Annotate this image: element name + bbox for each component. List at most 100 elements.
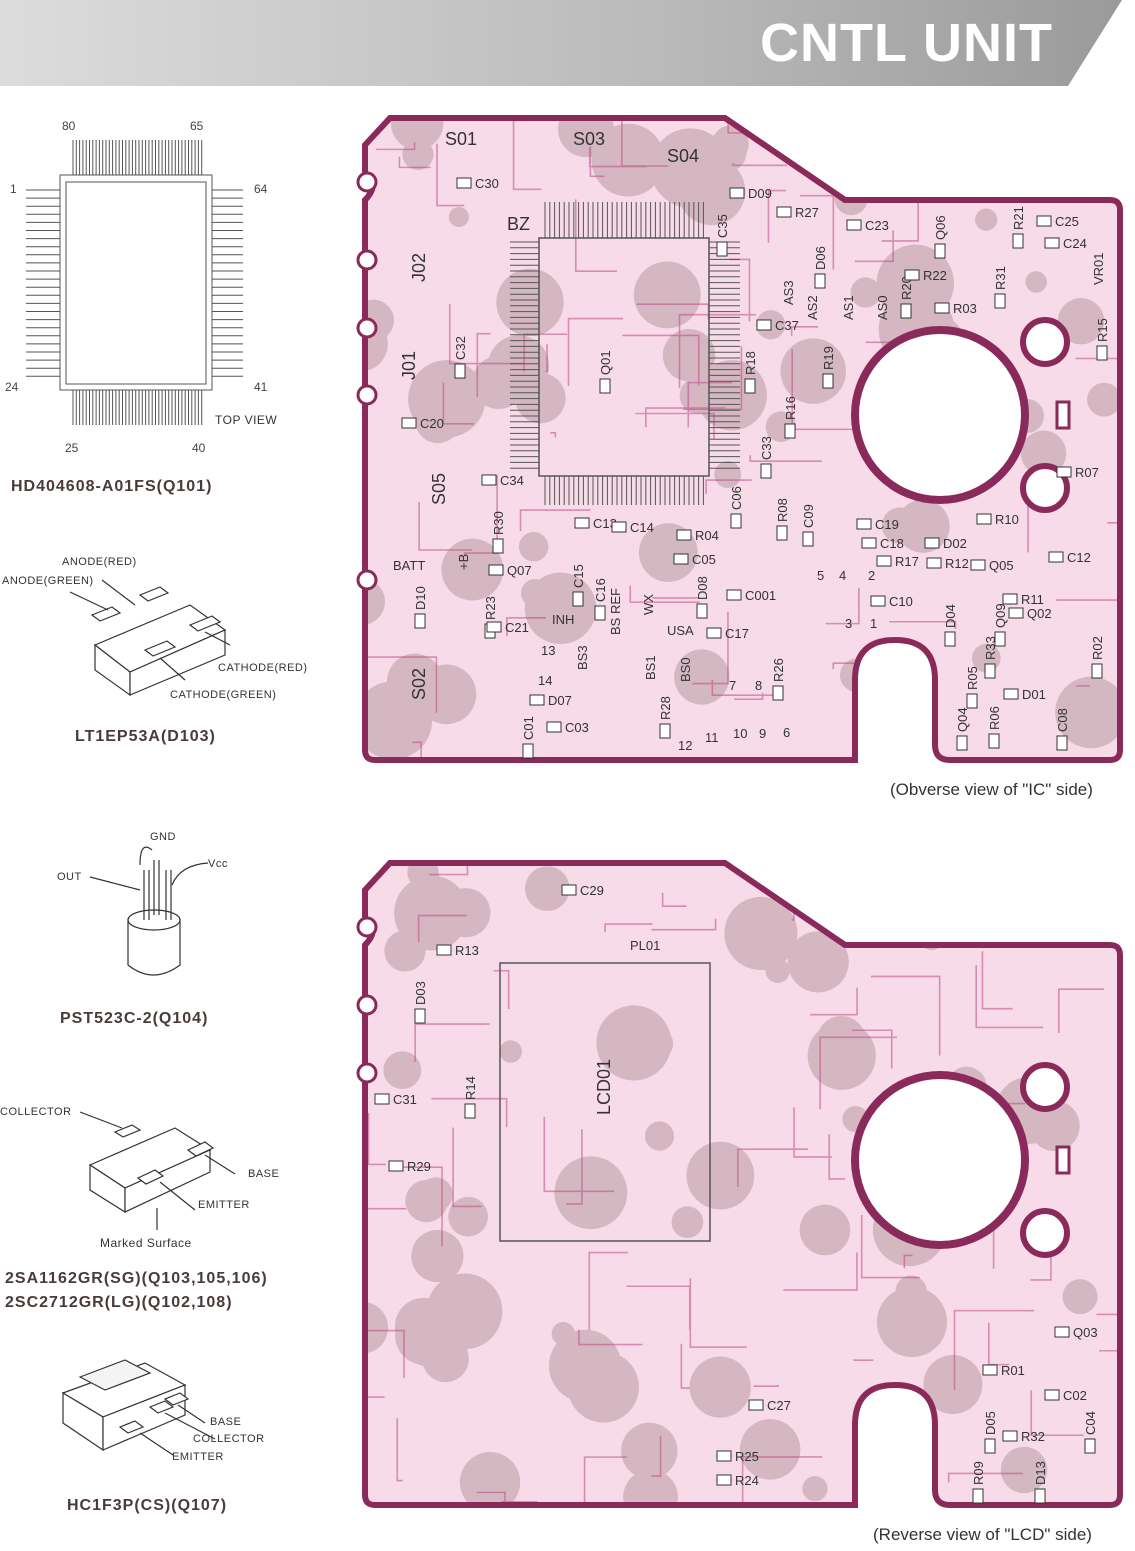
obverse-label-c20: C20 <box>420 416 444 431</box>
obverse-label-bz: BZ <box>507 214 530 234</box>
obverse-pad-c16 <box>594 605 606 621</box>
reverse-pad-r24 <box>716 1474 732 1486</box>
pin-label-1: 1 <box>10 182 17 196</box>
obverse-label-as3: AS3 <box>781 280 796 305</box>
obverse-label-r02: R02 <box>1090 636 1105 660</box>
obverse-label-d04: D04 <box>943 604 958 628</box>
obverse-pad-r15 <box>1096 345 1108 361</box>
obverse-pad-d02 <box>924 537 940 549</box>
base-label: BASE <box>248 1168 280 1180</box>
header-banner: CNTL UNIT <box>0 0 1135 86</box>
obverse-pad-c05 <box>673 553 689 565</box>
obverse-pad-d04 <box>944 631 956 647</box>
gnd-label: GND <box>150 831 176 843</box>
obverse-label-c30: C30 <box>475 176 499 191</box>
obverse-label-d01: D01 <box>1022 687 1046 702</box>
obverse-label-r07: R07 <box>1075 465 1099 480</box>
sensor-package-drawing <box>89 846 209 976</box>
obverse-pad-q07 <box>488 564 504 576</box>
emitter-label: EMITTER <box>198 1199 250 1211</box>
reverse-label-c29: C29 <box>580 883 604 898</box>
reverse-label-r24: R24 <box>735 1473 759 1488</box>
obverse-label-wx: WX <box>641 594 656 615</box>
obverse-label-c05: C05 <box>692 552 716 567</box>
reverse-pad-c29 <box>561 884 577 896</box>
obverse-label-batt: BATT <box>393 558 425 573</box>
obverse-pad-r16 <box>784 423 796 439</box>
reverse-pad-d05 <box>984 1438 996 1454</box>
obverse-label-r27: R27 <box>795 205 819 220</box>
obverse-label-c15: C15 <box>571 564 586 588</box>
reverse-pad-r32 <box>1002 1430 1018 1442</box>
obverse-label-5: 5 <box>817 568 824 583</box>
reverse-label-r14: R14 <box>463 1076 478 1100</box>
obverse-label-s01: S01 <box>445 129 477 149</box>
part-label-q103: 2SA1162GR(SG)(Q103,105,106) <box>5 1270 268 1287</box>
obverse-label-bs-ref: BS REF <box>608 588 623 635</box>
obverse-pad-c30 <box>456 177 472 189</box>
reverse-label-r25: R25 <box>735 1449 759 1464</box>
page-title: CNTL UNIT <box>760 13 1053 73</box>
obverse-label-14: 14 <box>538 673 552 688</box>
obverse-label-10: 10 <box>733 726 747 741</box>
obverse-label-as0: AS0 <box>875 295 890 320</box>
obverse-pad-c32 <box>454 363 466 379</box>
obverse-label-6: 6 <box>783 725 790 740</box>
obverse-label-7: 7 <box>729 678 736 693</box>
obverse-label-c10: C10 <box>889 594 913 609</box>
obverse-label-r16: R16 <box>783 396 798 420</box>
obverse-pad-q09 <box>994 631 1006 647</box>
obverse-label-c35: C35 <box>715 214 730 238</box>
obverse-label-8: 8 <box>755 678 762 693</box>
reverse-label-r29: R29 <box>407 1159 431 1174</box>
obverse-pad-r33 <box>984 663 996 679</box>
obverse-pad-c14 <box>611 521 627 533</box>
obverse-label-c09: C09 <box>801 504 816 528</box>
pkg-drawing <box>61 1359 216 1456</box>
obverse-label-c13: C13 <box>593 516 617 531</box>
part-label-q101: HD404608-A01FS(Q101) <box>11 478 213 495</box>
pin-label-40: 40 <box>192 441 206 455</box>
obverse-pad-c34 <box>481 474 497 486</box>
obverse-pad-c20 <box>401 417 417 429</box>
obverse-label-d08: D08 <box>695 576 710 600</box>
part-label-q102: 2SC2712GR(LG)(Q102,108) <box>5 1294 233 1311</box>
reverse-label-r09: R09 <box>971 1461 986 1485</box>
obverse-label-13: 13 <box>541 643 555 658</box>
reverse-pcb-board: C29PL01R13D03LCD01R14C31R29Q03R01C02C04D… <box>356 855 1130 1515</box>
banner-shape <box>0 0 1122 86</box>
obverse-label-c21: C21 <box>505 620 529 635</box>
obverse-pad-c18 <box>861 537 877 549</box>
obverse-label-r30: R30 <box>491 511 506 535</box>
obverse-pad-d08 <box>696 603 708 619</box>
obverse-label-q05: Q05 <box>989 558 1014 573</box>
obverse-label-c37: C37 <box>775 318 799 333</box>
obverse-pad-r31 <box>994 293 1006 309</box>
obverse-pad-c01 <box>522 743 534 759</box>
reverse-pad-d13 <box>1034 1488 1046 1504</box>
obverse-label-r15: R15 <box>1095 318 1110 342</box>
obverse-label-c08: C08 <box>1055 708 1070 732</box>
obverse-pad-r30 <box>492 538 504 554</box>
reverse-pad-c04 <box>1084 1438 1096 1454</box>
out-label: OUT <box>57 871 82 883</box>
obverse-label-r11: R11 <box>1021 592 1044 607</box>
obverse-pad-d01 <box>1003 688 1019 700</box>
obverse-pad-q01 <box>599 378 611 394</box>
reverse-label-r01: R01 <box>1001 1363 1025 1378</box>
obverse-pad-r02 <box>1091 663 1103 679</box>
obverse-label-c001: C001 <box>745 588 776 603</box>
obverse-label-s02: S02 <box>409 668 429 700</box>
obverse-pad-c12 <box>1048 551 1064 563</box>
qfp-chip-drawing <box>26 140 243 425</box>
obverse-label-s03: S03 <box>573 129 605 149</box>
reverse-pad-r14 <box>464 1103 476 1119</box>
obverse-pad-r27 <box>776 206 792 218</box>
obverse-label-r18: R18 <box>743 351 758 375</box>
obverse-label-c33: C33 <box>759 436 774 460</box>
obverse-label-r12: R12 <box>945 556 969 571</box>
obverse-label-j01: J01 <box>399 351 419 380</box>
reverse-label-r13: R13 <box>455 943 479 958</box>
reverse-label-c04: C04 <box>1083 1411 1098 1435</box>
pkg-emitter-label: EMITTER <box>172 1451 224 1463</box>
